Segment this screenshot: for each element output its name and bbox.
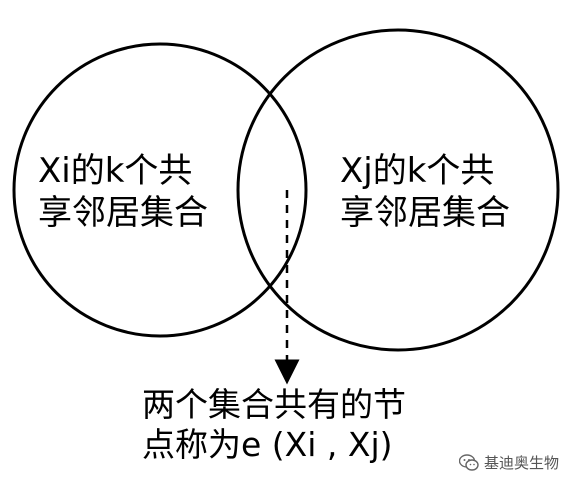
left-set-label-line1: Xi的k个共 [38, 151, 193, 191]
left-set-circle [12, 42, 308, 338]
watermark-text: 基迪奥生物 [483, 454, 559, 472]
right-set-label-line2: 享邻居集合 [340, 193, 510, 233]
right-set-label-line1: Xj的k个共 [340, 151, 495, 191]
intersection-label-line2: 点称为e (Xi , Xj) [142, 425, 393, 464]
wechat-icon [458, 453, 479, 471]
left-set-label-line2: 享邻居集合 [38, 193, 208, 233]
left-set-label: Xi的k个共 享邻居集合 [38, 150, 208, 234]
right-set-circle [236, 28, 560, 352]
right-set-label: Xj的k个共 享邻居集合 [340, 150, 510, 234]
watermark: 基迪奥生物 [458, 452, 559, 473]
intersection-label: 两个集合共有的节 点称为e (Xi , Xj) [142, 385, 406, 465]
intersection-label-line1: 两个集合共有的节 [142, 385, 406, 424]
